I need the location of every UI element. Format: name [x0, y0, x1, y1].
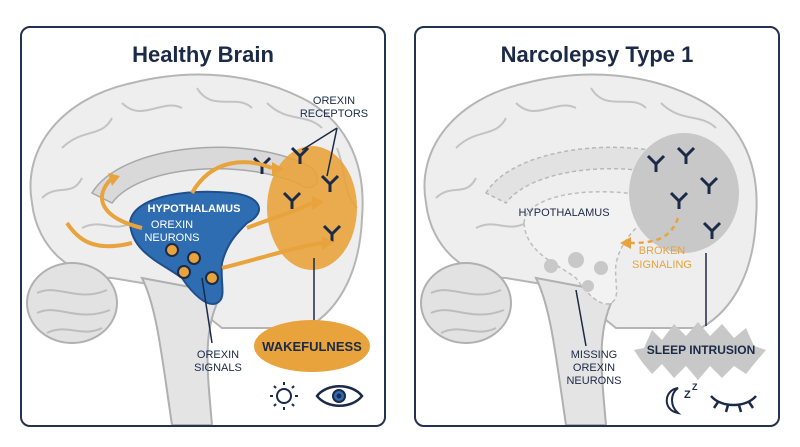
wakefulness-badge	[254, 320, 370, 372]
orexin-signals-label-1: OREXIN	[197, 349, 239, 361]
hypothalamus-region-faded	[523, 191, 654, 305]
svg-text:Z: Z	[692, 382, 698, 392]
broken-signaling-label-1: BROKEN	[639, 245, 686, 257]
orexin-receptors-label-2: RECEPTORS	[300, 108, 368, 120]
orexin-signal-arrows	[65, 160, 323, 270]
healthy-brain-panel: Healthy Brain	[20, 26, 386, 427]
brainstem	[534, 276, 618, 425]
sun-icon	[270, 382, 298, 410]
outcome-label: SLEEP INTRUSION	[647, 343, 755, 357]
broken-signaling-label-2: SIGNALING	[632, 259, 692, 271]
arrowheads	[108, 162, 334, 250]
cerebellum	[26, 262, 118, 344]
panel-title-healthy: Healthy Brain	[132, 42, 274, 67]
orexin-receptors-label-1: OREXIN	[313, 95, 355, 107]
signals-pointer	[201, 277, 213, 344]
cerebellum	[420, 262, 512, 344]
missing-neurons-label-1: MISSING	[571, 349, 617, 361]
receptor-icons-gray	[646, 146, 722, 239]
orexin-neurons-label-1: OREXIN	[151, 219, 193, 231]
outcome-label: WAKEFULNESS	[262, 339, 362, 354]
missing-neuron-blobs	[544, 252, 608, 292]
narcolepsy-brain-illustration: HYPOTHALAMUS BROKEN SIGNALING MISSING OR…	[420, 73, 766, 425]
sleep-intrusion-badge	[634, 322, 766, 380]
orexin-signals-label-2: SIGNALS	[194, 362, 242, 374]
receptor-pointers	[301, 127, 338, 177]
panel-title-narcolepsy: Narcolepsy Type 1	[500, 42, 694, 67]
narcolepsy-panel: Narcolepsy Type 1	[414, 26, 780, 427]
broken-signal-arrow	[630, 217, 680, 245]
closed-eye-icon	[710, 395, 757, 413]
missing-neurons-label-2: OREXIN	[573, 362, 615, 374]
moon-zzz-icon: Z Z	[665, 382, 698, 415]
orexin-neurons-label-2: NEURONS	[144, 232, 199, 244]
orexin-receptor-icons	[252, 146, 342, 242]
svg-text:Z: Z	[684, 389, 691, 401]
hypothalamus-label: HYPOTHALAMUS	[518, 207, 609, 219]
orexin-neuron-cells	[165, 243, 219, 285]
missing-neurons-label-3: NEURONS	[566, 375, 621, 387]
brain-gyri	[435, 87, 717, 229]
missing-neurons-pointer	[575, 289, 587, 347]
receptor-region-gray	[629, 133, 739, 253]
broken-arrowhead	[620, 237, 631, 249]
healthy-brain-illustration: HYPOTHALAMUS OREXIN NEURONS OREXIN RECEP…	[26, 73, 370, 425]
brainstem	[140, 276, 224, 425]
eye-icon	[315, 385, 364, 407]
hypothalamus-label: HYPOTHALAMUS	[148, 203, 241, 215]
